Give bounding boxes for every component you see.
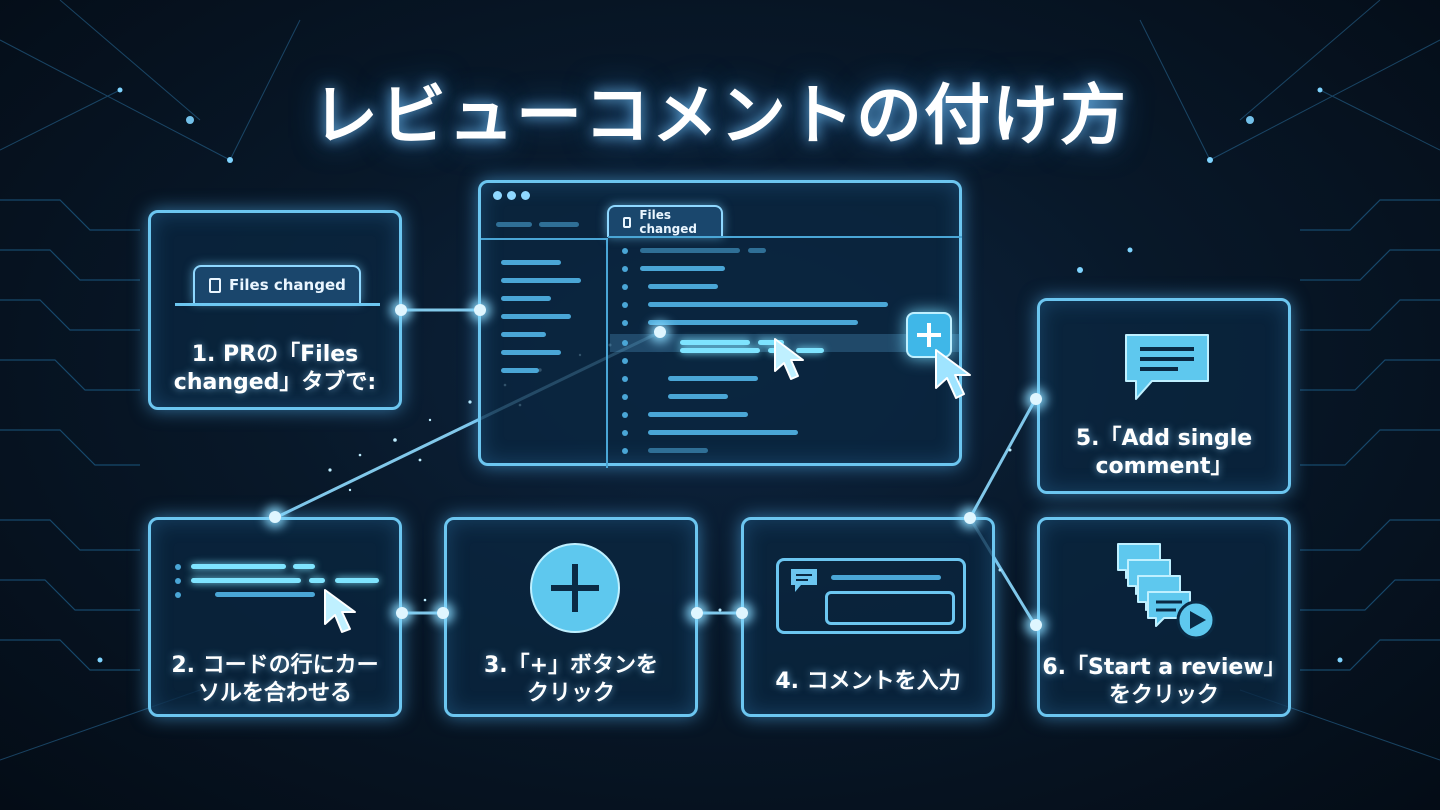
step-4-label: 4. コメントを入力 (775, 669, 961, 694)
plus-circle-icon (530, 543, 620, 633)
files-changed-tab-illustration: Files changed (175, 261, 380, 306)
step-2-card: 2. コードの行にカー ソルを合わせる (148, 517, 402, 717)
code-cursor-icon (175, 560, 385, 640)
step-5-label: 5.「Add single comment」 (1075, 426, 1253, 479)
comment-input-icon (776, 558, 966, 634)
connector-node (269, 511, 281, 523)
step-1-label: 1. PRの「Files changed」タブで: (173, 342, 377, 395)
step-2-label: 2. コードの行にカー ソルを合わせる (171, 653, 379, 706)
connector-node (395, 304, 407, 316)
files-changed-tab[interactable]: Files changed (607, 205, 723, 237)
step-3-card: 3.「+」ボタンを クリック (444, 517, 698, 717)
document-icon (209, 277, 221, 293)
comment-bubble-icon (791, 569, 817, 592)
highlighted-code-line[interactable] (610, 334, 960, 352)
step-3-label: 3.「+」ボタンを クリック (483, 653, 659, 706)
file-tree-pane (481, 222, 608, 468)
code-pane (608, 236, 962, 468)
mouse-cursor-icon (324, 589, 356, 633)
step-4-card: 4. コメントを入力 (741, 517, 995, 717)
connector-node (474, 304, 486, 316)
connector-node (964, 512, 976, 524)
connector-node (1030, 393, 1042, 405)
review-stack-icon (1117, 543, 1216, 640)
speech-bubble-icon (1125, 334, 1209, 400)
step-5-card: 5.「Add single comment」 (1037, 298, 1291, 494)
document-icon (623, 216, 632, 228)
step-6-label: 6.「Start a review」 をクリック (1042, 655, 1286, 708)
connector-node (437, 607, 449, 619)
files-changed-tab-label: Files changed (229, 276, 346, 294)
mouse-cursor-icon (935, 349, 971, 399)
connector-node (396, 607, 408, 619)
pr-files-changed-window: Files changed (478, 180, 962, 468)
connector-node (691, 607, 703, 619)
files-changed-tab: Files changed (193, 265, 361, 303)
mouse-cursor-icon (774, 338, 804, 380)
connector-node (1030, 619, 1042, 631)
comment-text-field (825, 591, 955, 625)
connector-node (654, 326, 666, 338)
step-6-card: 6.「Start a review」 をクリック (1037, 517, 1291, 717)
step-1-card: Files changed 1. PRの「Files changed」タブで: (148, 210, 402, 410)
plus-icon (917, 323, 941, 347)
floating-plus-button[interactable] (906, 312, 952, 358)
page-title: レビューコメントの付け方 (312, 77, 1128, 154)
files-changed-tab-label: Files changed (639, 208, 697, 236)
connector-node (736, 607, 748, 619)
